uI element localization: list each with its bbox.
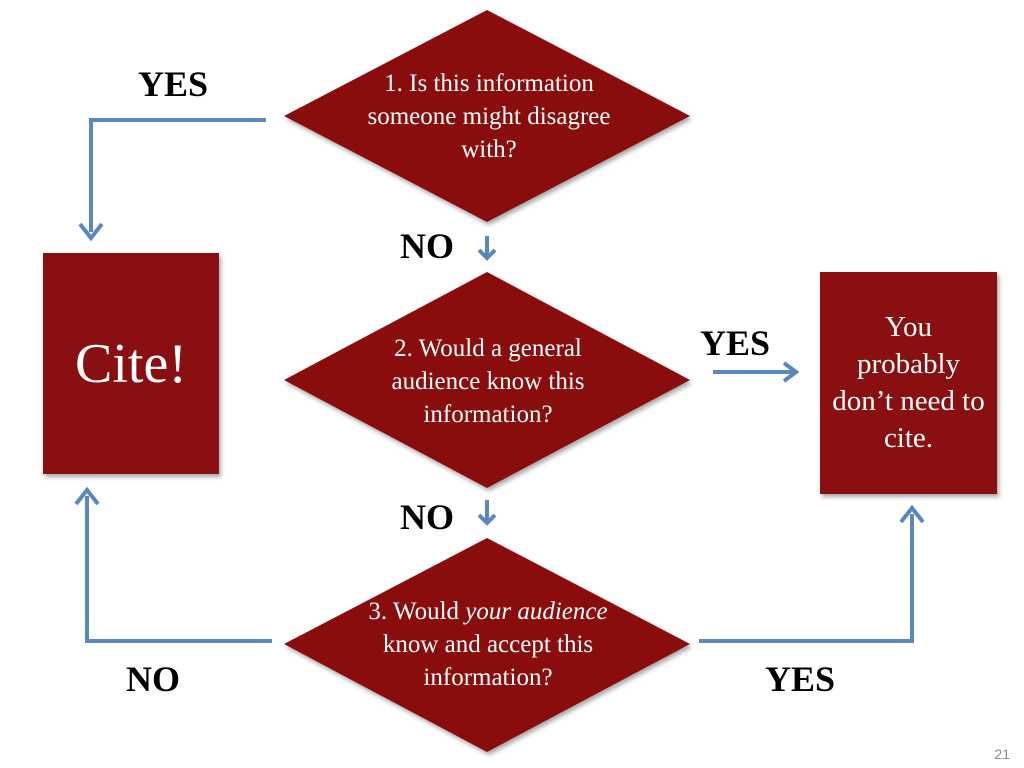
q1-no-label: NO: [400, 226, 454, 266]
question-3-diamond: [284, 538, 690, 752]
q1-yes-label: YES: [138, 64, 209, 104]
q1-yes-arrowhead: [78, 222, 104, 242]
q3-no-arrow: [85, 496, 272, 643]
q3-no-arrowhead: [74, 486, 100, 506]
page-number: 21: [994, 746, 1010, 762]
question-1-text: 1. Is this information someone might dis…: [367, 69, 611, 163]
question-2-text: 2. Would a general audience know this in…: [391, 334, 585, 428]
no-cite-box: [820, 272, 997, 494]
q2-yes-arrowhead: [782, 361, 800, 383]
q3-yes-arrowhead: [899, 504, 925, 524]
q3-yes-label: YES: [765, 659, 836, 699]
question-3-text-part1: 3. Would: [368, 597, 466, 625]
q2-yes-label: YES: [700, 323, 771, 363]
no-cite-text: You probably don’t need to cite.: [832, 311, 985, 454]
cite-box: [43, 253, 219, 474]
question-3-text-emphasis: your audience: [465, 597, 608, 625]
question-3-text: 3. Would your audience know and accept t…: [358, 576, 618, 712]
q2-no-label: NO: [400, 497, 454, 537]
q3-no-label: NO: [126, 659, 180, 699]
q1-yes-arrow: [89, 118, 266, 232]
q1-no-arrowhead: [477, 248, 497, 261]
cite-text: Cite!: [75, 332, 187, 395]
question-1-diamond: [284, 10, 690, 222]
q2-no-arrowhead: [477, 513, 497, 526]
question-3-text-part2: know and accept this information?: [382, 630, 594, 691]
question-2-diamond: [284, 272, 690, 488]
q3-yes-arrow: [699, 514, 914, 643]
